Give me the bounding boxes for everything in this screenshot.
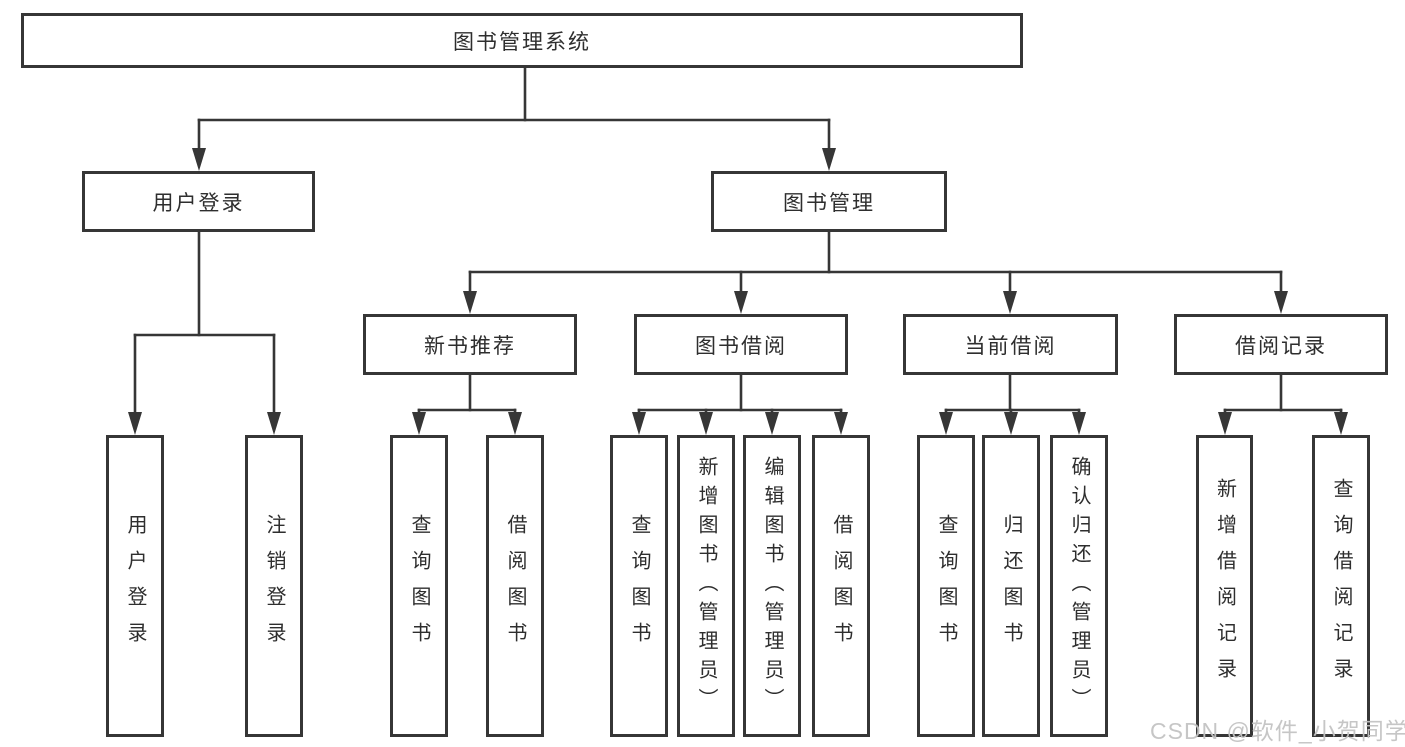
- node-leaf-search-books-current-label: 查询图书: [935, 514, 957, 658]
- node-leaf-add-books-admin: 新增图书（管理员）: [677, 435, 735, 737]
- node-book-borrowing-label: 图书借阅: [695, 334, 787, 358]
- node-leaf-add-books-admin-label: 新增图书（管理员）: [695, 455, 717, 717]
- node-user-login: 用户登录: [82, 171, 315, 232]
- node-borrowing-records-label: 借阅记录: [1235, 334, 1327, 358]
- node-leaf-user-login-label: 用户登录: [124, 514, 146, 658]
- node-user-login-label: 用户登录: [152, 191, 245, 215]
- csdn-watermark: CSDN @软件_小贺同学: [1150, 718, 1405, 744]
- node-leaf-borrow-books-borrowing: 借阅图书: [812, 435, 870, 737]
- node-leaf-add-borrow-record: 新增借阅记录: [1196, 435, 1253, 737]
- node-leaf-search-books-recommend: 查询图书: [390, 435, 448, 737]
- node-leaf-return-books: 归还图书: [982, 435, 1040, 737]
- node-leaf-borrow-books-recommend-label: 借阅图书: [504, 514, 526, 658]
- node-book-management: 图书管理: [711, 171, 947, 232]
- node-leaf-borrow-books-borrowing-label: 借阅图书: [830, 514, 852, 658]
- node-leaf-search-books-borrowing-label: 查询图书: [628, 514, 650, 658]
- node-new-book-recommendation-label: 新书推荐: [424, 334, 516, 358]
- node-book-management-label: 图书管理: [783, 191, 875, 215]
- node-leaf-user-login: 用户登录: [106, 435, 164, 737]
- node-new-book-recommendation: 新书推荐: [363, 314, 577, 375]
- node-leaf-logout-label: 注销登录: [263, 514, 285, 658]
- node-borrowing-records: 借阅记录: [1174, 314, 1388, 375]
- node-leaf-search-books-current: 查询图书: [917, 435, 975, 737]
- node-leaf-search-borrow-record: 查询借阅记录: [1312, 435, 1370, 737]
- node-leaf-add-borrow-record-label: 新增借阅记录: [1213, 478, 1236, 694]
- node-library-management-system-label: 图书管理系统: [453, 30, 591, 54]
- node-current-borrowing-label: 当前借阅: [964, 334, 1057, 358]
- node-leaf-edit-books-admin: 编辑图书（管理员）: [743, 435, 801, 737]
- node-leaf-search-books-borrowing: 查询图书: [610, 435, 668, 737]
- node-leaf-search-borrow-record-label: 查询借阅记录: [1330, 478, 1352, 694]
- node-leaf-confirm-return-admin-label: 确认归还（管理员）: [1068, 455, 1090, 717]
- node-leaf-search-books-recommend-label: 查询图书: [408, 514, 430, 658]
- node-library-management-system: 图书管理系统: [21, 13, 1023, 68]
- node-book-borrowing: 图书借阅: [634, 314, 848, 375]
- node-leaf-edit-books-admin-label: 编辑图书（管理员）: [761, 455, 783, 717]
- node-leaf-return-books-label: 归还图书: [1000, 514, 1022, 658]
- node-current-borrowing: 当前借阅: [903, 314, 1118, 375]
- node-leaf-borrow-books-recommend: 借阅图书: [486, 435, 544, 737]
- node-leaf-logout: 注销登录: [245, 435, 303, 737]
- node-leaf-confirm-return-admin: 确认归还（管理员）: [1050, 435, 1108, 737]
